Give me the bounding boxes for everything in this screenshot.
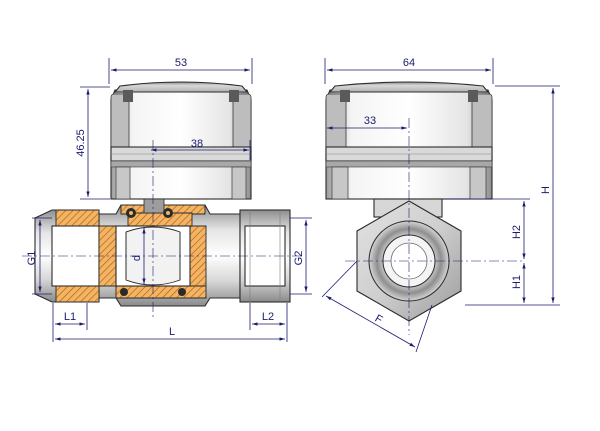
dim-H2: H2 (511, 225, 523, 239)
dim-G1: G1 (26, 251, 38, 266)
dim-G2: G2 (293, 251, 305, 266)
dim-d: d (131, 255, 143, 261)
dim-53: 53 (175, 57, 187, 69)
dim-46-25: 46.25 (75, 129, 87, 157)
left-actuator (110, 81, 252, 200)
right-dimensions: 64 33 H H2 H1 F (321, 57, 560, 353)
left-dimensions: 53 46.25 38 G1 d G2 L1 L2 (26, 57, 312, 342)
dim-F: F (373, 313, 385, 327)
dim-H1: H1 (511, 275, 523, 289)
dim-L: L (169, 326, 175, 338)
dim-H: H (540, 186, 552, 194)
dim-33: 33 (364, 115, 376, 127)
left-valve-body (34, 198, 291, 307)
dim-L2: L2 (262, 311, 274, 323)
dim-38: 38 (191, 138, 203, 150)
dim-L1: L1 (64, 311, 76, 323)
dim-64: 64 (403, 57, 415, 69)
